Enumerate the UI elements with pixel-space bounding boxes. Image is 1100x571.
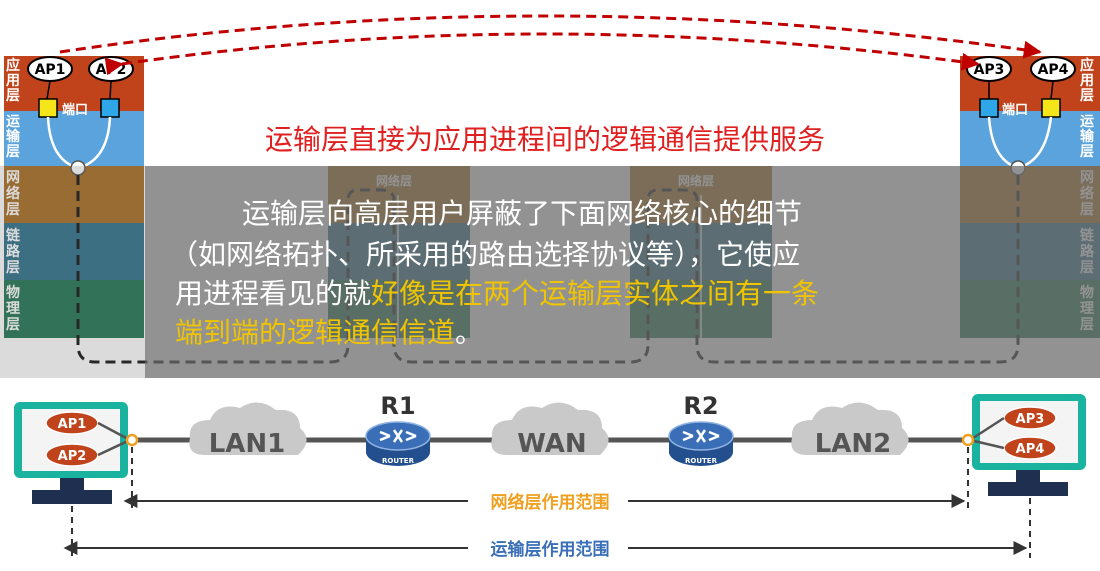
port-label-left: 端口 [62,102,88,118]
left-host-port [125,433,139,447]
logical-arc-ap1-ap4 [59,14,1042,59]
port-label-right: 端口 [1002,102,1028,118]
layer-label-app-left: 应用层 [6,57,20,104]
process-ap4-bottom-label: AP4 [1016,442,1045,457]
cloud-lan2-label: LAN2 [815,429,892,459]
router-r2-icon [682,429,720,443]
cloud-lan2: LAN2 [791,402,909,459]
port-yellow-left [38,98,58,118]
overlay-line2: （如网络拓扑、所采用的路由选择协议等），它使应 [170,238,800,271]
layer-label-app-right: 应用层 [1080,57,1094,104]
router-r1: R1 ROUTER [365,392,431,466]
right-host-computer: AP3 AP4 [961,394,1086,496]
cloud-wan: WAN [491,402,609,459]
banner-bg [145,111,960,166]
process-ap2-bottom-label: AP2 [58,449,87,464]
left-physical-layer [4,280,144,338]
process-ap1-bottom-label: AP1 [58,417,87,432]
right-transport-layer [960,111,1100,166]
left-transport-layer [4,111,144,166]
process-ap3-bottom-label: AP3 [1016,412,1045,427]
layer-label-transport-right: 运输层 [1080,114,1095,160]
port-blue-left [100,98,120,118]
router-r2: R2 ROUTER [668,392,734,466]
overlay-line3-yellow: 好像是在两个运输层实体之间有一条 [371,277,819,310]
transport-scope-label: 运输层作用范围 [491,539,610,560]
process-ap2-top-label: AP2 [96,62,127,78]
process-ap4-top-label: AP4 [1038,62,1069,78]
overlay-line1: 运输层向高层用户屏蔽了下面网络核心的细节 [242,197,802,230]
router-r2-caption: ROUTER [685,457,718,465]
network-scope-label: 网络层作用范围 [491,492,610,513]
left-network-layer [4,166,144,223]
right-host-port [961,433,975,447]
port-yellow-right [1041,98,1061,118]
overlay-line4-yellow: 端到端的逻辑通信信道 [175,316,455,349]
router-r1-label: R1 [380,392,415,420]
cloud-lan1-label: LAN1 [209,429,286,459]
process-ap1-top-label: AP1 [35,62,66,78]
overlay-line3: 用进程看见的就好像是在两个运输层实体之间有一条 [175,277,819,310]
left-host-computer: AP1 AP2 [14,402,139,504]
logical-arc-ap2-ap3 [104,32,980,76]
layer-label-transport-left: 运输层 [6,114,21,160]
left-link-layer [4,223,144,280]
overlay-line3-white: 用进程看见的就 [175,277,371,310]
banner-text: 运输层直接为应用进程间的逻辑通信提供服务 [265,123,825,156]
router-r2-label: R2 [683,392,718,420]
right-processes: AP3 AP4 端口 [966,56,1076,176]
layer-label-link-left: 链路层 [6,227,21,276]
cloud-lan1: LAN1 [189,402,307,459]
overlay-line4-white: 。 [455,316,483,349]
overlay-line4: 端到端的逻辑通信信道。 [175,316,483,349]
overlay-text: 运输层向高层用户屏蔽了下面网络核心的细节 （如网络拓扑、所采用的路由选择协议等）… [170,197,819,349]
process-ap3-top-label: AP3 [974,62,1005,78]
overlay-panel [145,166,1100,378]
port-blue-right [979,98,999,118]
cloud-wan-label: WAN [517,429,586,459]
router-r1-icon [379,429,417,443]
router-r1-caption: ROUTER [382,457,415,465]
layer-label-network-left: 网络层 [6,170,20,218]
layer-label-physical-left: 物理层 [6,284,20,333]
left-host-stack [4,56,144,338]
